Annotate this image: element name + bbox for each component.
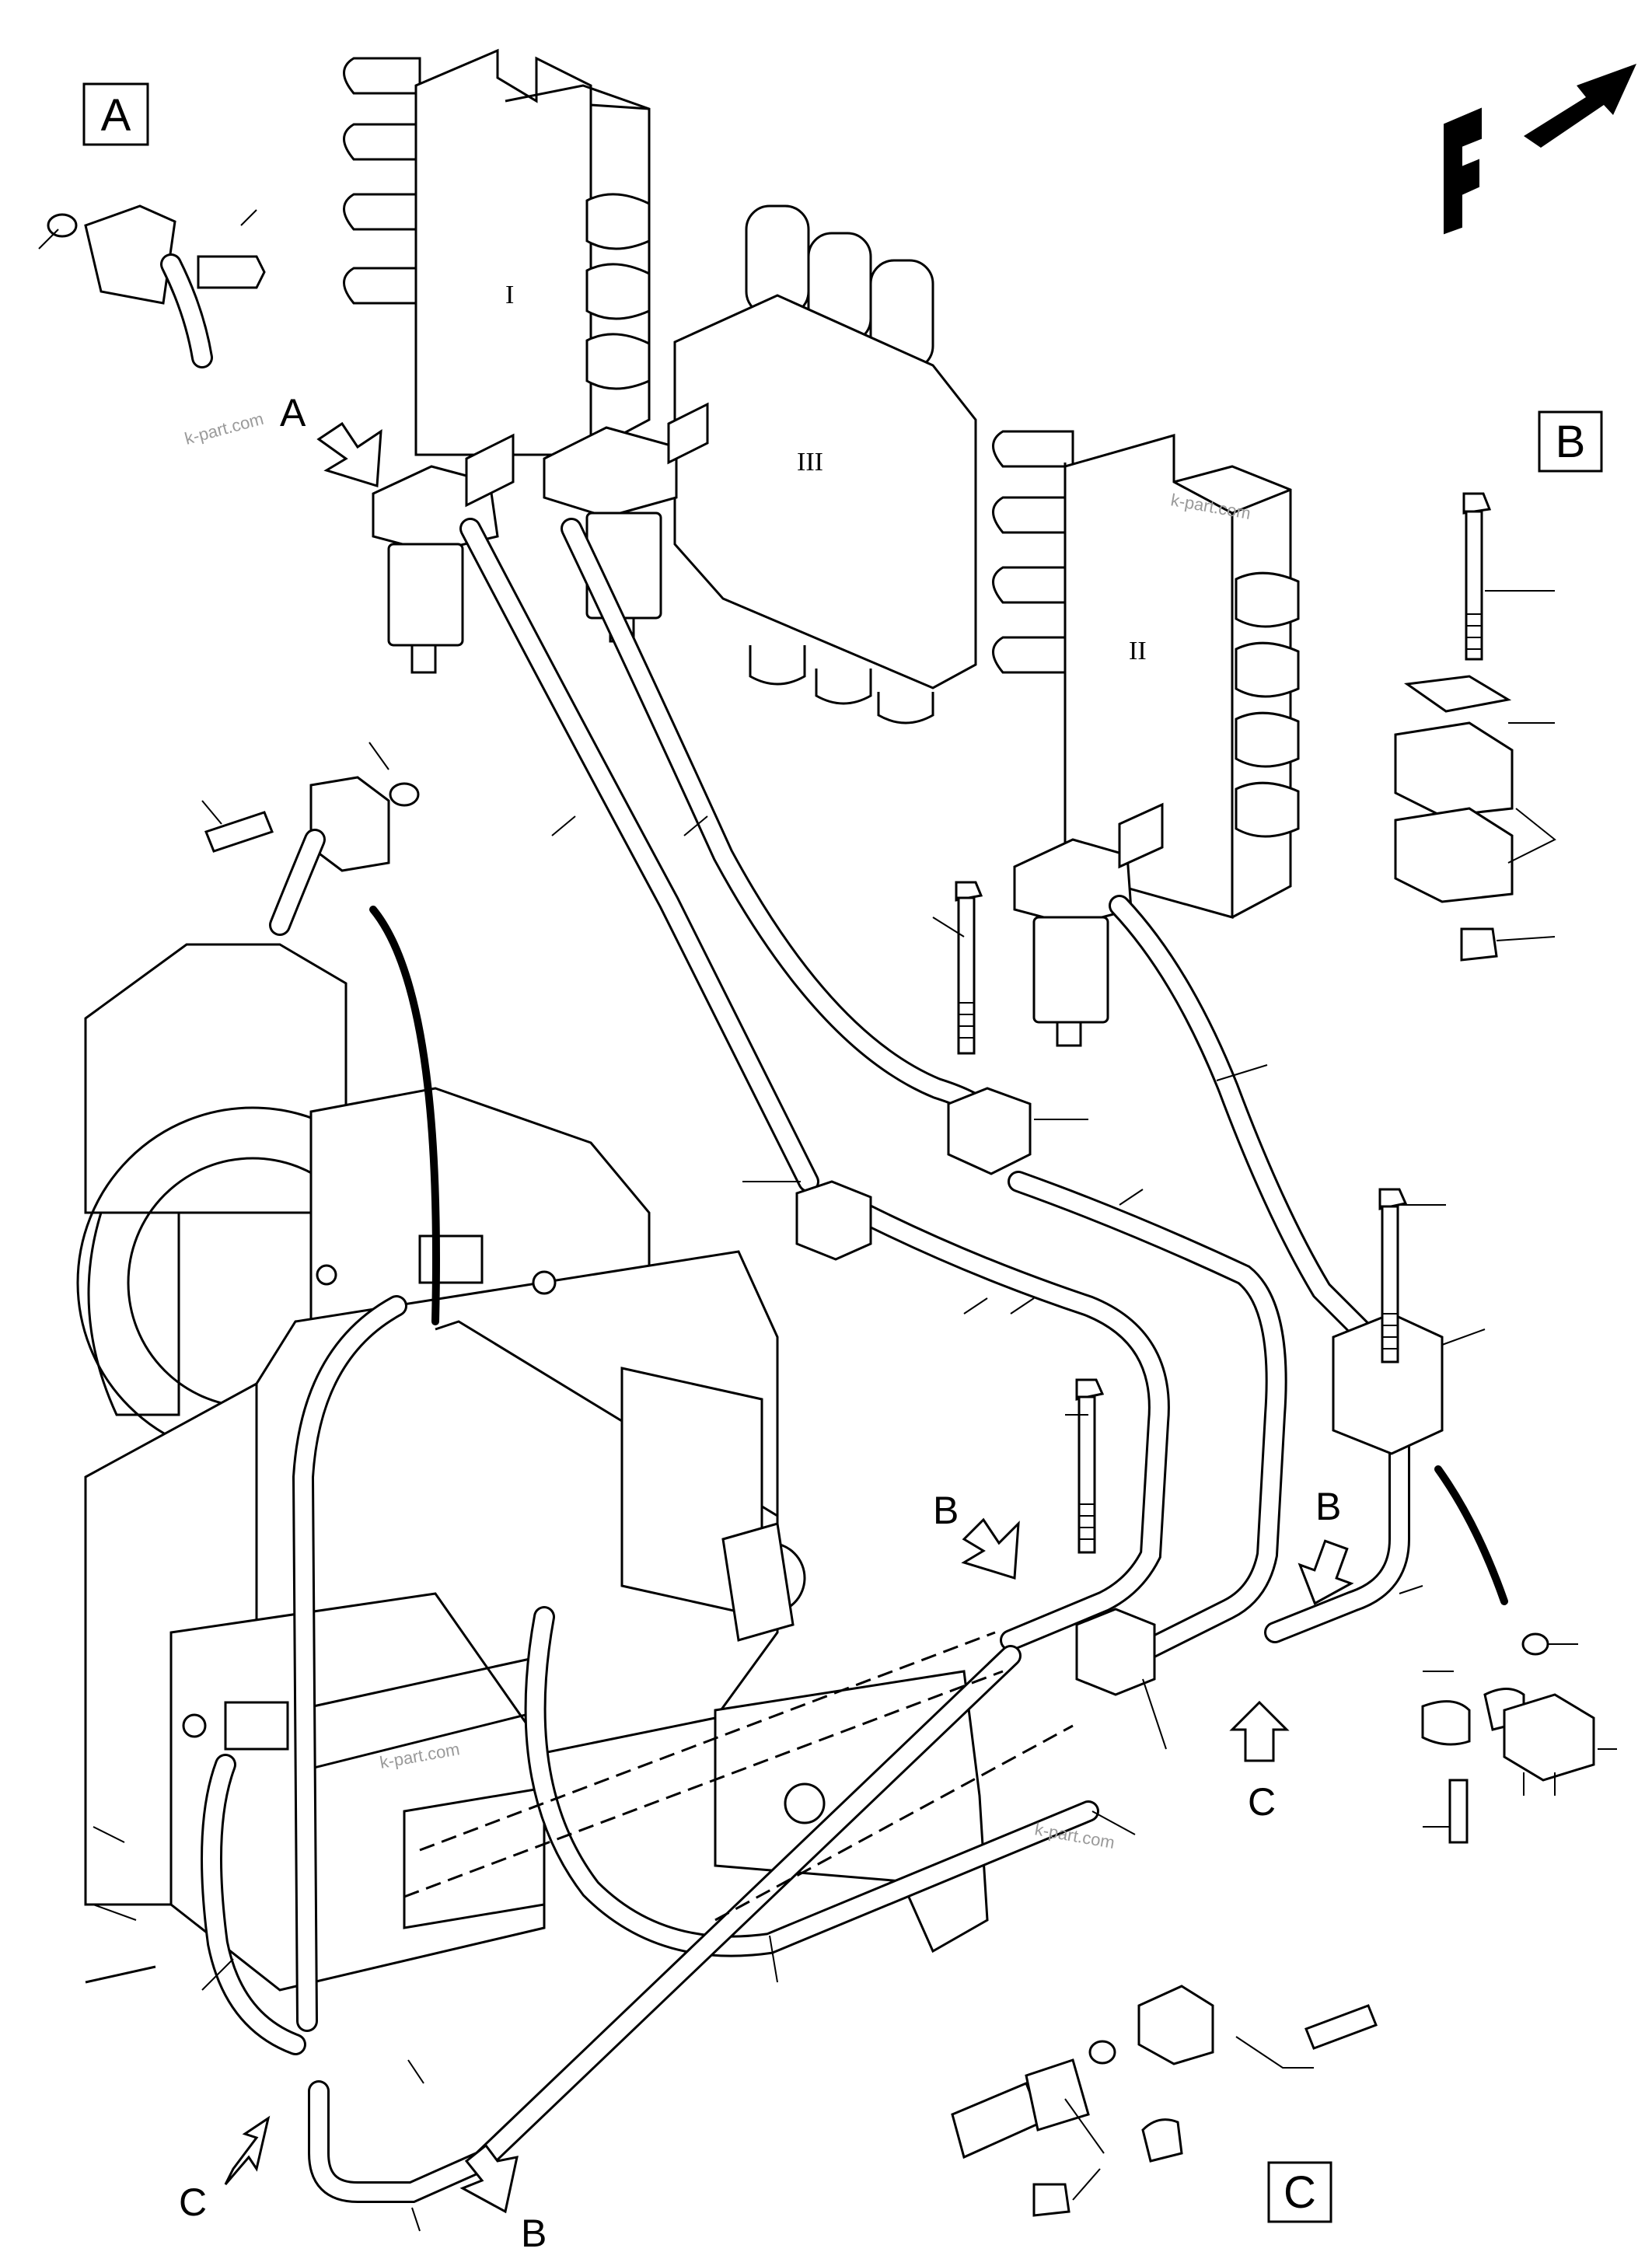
leader-lines xyxy=(38,209,1617,2232)
callout-arrow-b-mid: B xyxy=(933,1489,1020,1580)
detail-box-b-label: B xyxy=(1556,417,1586,467)
bolt-right-upper xyxy=(1378,1188,1408,1363)
callout-arrow-b-bottom: B xyxy=(459,2143,547,2255)
hoses xyxy=(201,518,1508,2203)
o-ring-icon xyxy=(47,213,78,238)
control-valve-3: III xyxy=(673,204,977,724)
valve-3-label: III xyxy=(797,448,823,477)
callout-c-bottom: C xyxy=(179,2180,207,2224)
callout-arrow-c-bottom: C xyxy=(179,2115,271,2224)
callout-c-right: C xyxy=(1248,1780,1276,1824)
front-f-glyph xyxy=(1444,107,1482,235)
detail-box-c-label: C xyxy=(1284,2167,1316,2218)
clamp-middle xyxy=(947,1087,1032,1175)
detail-box-c: C xyxy=(1267,2161,1332,2223)
clamp-left xyxy=(795,1180,872,1261)
callout-b-mid: B xyxy=(933,1489,959,1532)
callout-arrow-c-right: C xyxy=(1229,1700,1290,1824)
filter-right xyxy=(1013,802,1164,1047)
detail-a-bolt xyxy=(197,255,266,289)
callout-a-top: A xyxy=(280,391,306,435)
clamp-lower xyxy=(1075,1608,1156,1696)
front-arrow-icon xyxy=(1524,64,1636,148)
detail-box-a-label: A xyxy=(101,90,131,141)
detail-b-bolt xyxy=(1394,492,1514,962)
callout-b-bottom: B xyxy=(521,2212,547,2255)
callout-b-right: B xyxy=(1315,1485,1341,1528)
control-valve-2: II xyxy=(992,430,1300,919)
front-direction-symbol: F xyxy=(1444,64,1636,235)
detail-c-fitting xyxy=(951,1632,1595,2217)
detail-box-b: B xyxy=(1538,410,1603,473)
control-valve-1: I xyxy=(343,48,651,456)
valve-2-label: II xyxy=(1129,637,1147,665)
watermark: k-part.com xyxy=(183,409,266,449)
valve-1-label: I xyxy=(505,281,514,309)
detail-box-a: A xyxy=(82,82,149,146)
callout-arrow-a: A xyxy=(280,391,382,487)
bolt-middle xyxy=(955,881,983,1055)
callout-arrow-b-right: B xyxy=(1298,1485,1354,1605)
detail-a-lower-flange xyxy=(204,776,420,936)
detail-a-flange xyxy=(47,204,266,368)
bolt-lower xyxy=(1075,1378,1105,1554)
